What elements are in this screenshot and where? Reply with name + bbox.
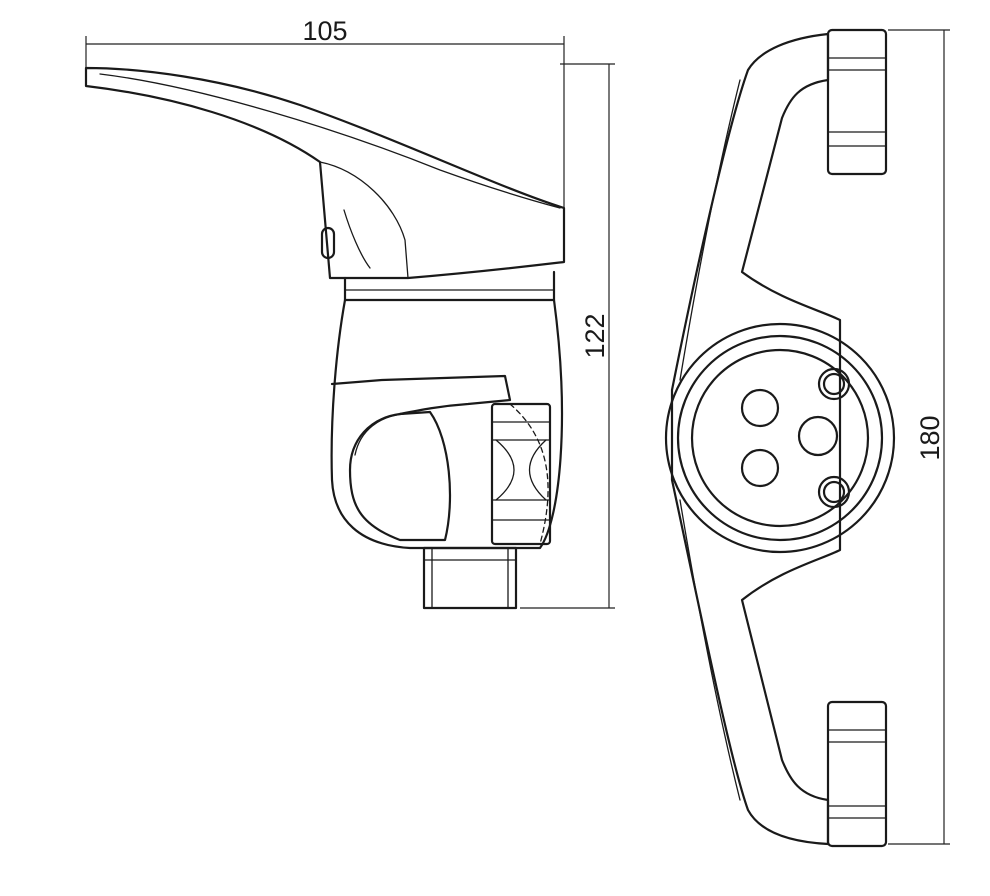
- threaded-outlet: [422, 546, 518, 610]
- top-hex-nut: [826, 28, 888, 176]
- lever-handle: [84, 66, 566, 280]
- bottom-hex-nut: [826, 700, 888, 848]
- valve-body: [330, 298, 563, 550]
- length-label: 180: [915, 415, 945, 460]
- hole-upper-left: [740, 388, 780, 428]
- dimension-width: 105: [85, 16, 565, 210]
- screw-lower: [817, 475, 851, 509]
- center-disc: [664, 322, 896, 554]
- height-label: 122: [580, 313, 610, 358]
- dimension-height: 122: [520, 63, 615, 609]
- dimension-length: 180: [888, 29, 950, 845]
- body-arms: [670, 32, 842, 846]
- side-view: 105 122: [84, 16, 615, 610]
- screw-upper: [817, 367, 851, 401]
- width-label: 105: [302, 16, 347, 46]
- hole-lower-left: [740, 448, 780, 488]
- front-view: 180: [664, 28, 950, 848]
- body-neck: [343, 270, 556, 302]
- side-hex-nut: [490, 402, 552, 546]
- hole-center: [797, 415, 839, 457]
